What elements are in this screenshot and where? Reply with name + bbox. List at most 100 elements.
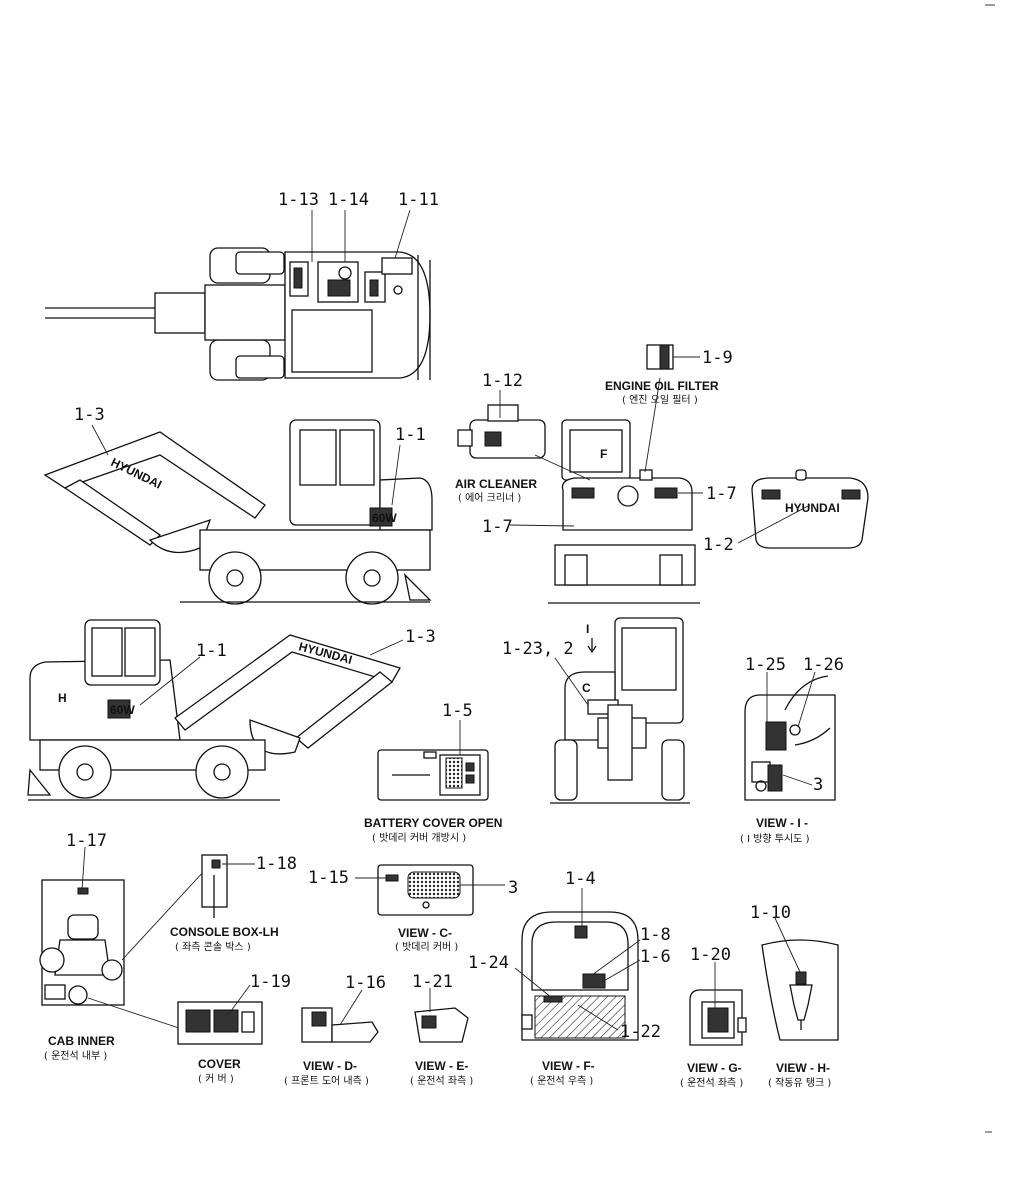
leader-1-8 bbox=[591, 939, 641, 976]
view-arrow-i: I bbox=[586, 622, 589, 636]
leader-1-17 bbox=[81, 846, 86, 891]
caption-engine-oil-filter: ENGINE OIL FILTER bbox=[605, 379, 719, 393]
model-decal-b: 60W bbox=[110, 703, 135, 717]
label-1-14: 1-14 bbox=[328, 190, 369, 210]
caption-view-i-ko: ( I 방향 투시도 ) bbox=[740, 833, 810, 845]
label-1-26: 1-26 bbox=[803, 655, 844, 675]
leader-1-26 bbox=[797, 671, 816, 728]
leader-1-10 bbox=[774, 917, 801, 973]
caption-view-f: VIEW - F- bbox=[542, 1059, 595, 1073]
label-1-22: 1-22 bbox=[620, 1022, 661, 1042]
top-view-machine bbox=[45, 247, 431, 381]
view-d-detail bbox=[301, 1007, 379, 1043]
label-1-11: 1-11 bbox=[398, 190, 439, 210]
label-1-19: 1-19 bbox=[250, 972, 291, 992]
leader-console bbox=[121, 869, 206, 961]
label-1-7a: 1-7 bbox=[482, 517, 513, 537]
caption-air-cleaner-ko: ( 에어 크리너 ) bbox=[458, 492, 521, 504]
caption-battery-cover-open-ko: ( 밧데리 커버 개방시 ) bbox=[372, 832, 466, 844]
label-1-23-2: 1-23, 2 bbox=[502, 639, 574, 659]
label-1-6: 1-6 bbox=[640, 947, 671, 967]
counterweight-brand-decal: HYUNDAI bbox=[785, 501, 840, 515]
leader-1-6 bbox=[601, 959, 641, 983]
counterweight-decal: HYUNDAI bbox=[751, 469, 869, 549]
label-1-10: 1-10 bbox=[750, 903, 791, 923]
caption-view-d: VIEW - D- bbox=[303, 1059, 357, 1073]
leader-1-22 bbox=[577, 1004, 619, 1031]
caption-view-c-ko: ( 밧데리 커버 ) bbox=[395, 941, 458, 953]
leader-1-3b bbox=[369, 639, 404, 656]
caption-cab-inner-ko: ( 운전석 내부 ) bbox=[44, 1050, 107, 1062]
leader-air-cleaner bbox=[534, 454, 591, 481]
label-1-1b: 1-1 bbox=[196, 641, 227, 661]
cab-inner-detail bbox=[39, 879, 125, 1006]
leader-1-16 bbox=[339, 989, 363, 1026]
boom-brand-decal-b: HYUNDAI bbox=[297, 639, 353, 667]
label-1-4: 1-4 bbox=[565, 869, 596, 889]
leader-3a bbox=[782, 774, 813, 786]
label-1-8: 1-8 bbox=[640, 925, 671, 945]
view-i-detail bbox=[744, 675, 836, 801]
label-1-25: 1-25 bbox=[745, 655, 786, 675]
model-decal-a: 60W bbox=[372, 511, 397, 525]
caption-view-g: VIEW - G- bbox=[687, 1061, 742, 1075]
label-1-9: 1-9 bbox=[702, 348, 733, 368]
air-cleaner-part bbox=[457, 404, 546, 459]
front-decal-c: C bbox=[582, 681, 591, 695]
rear-decal-f: F bbox=[600, 447, 607, 461]
caption-console-box-ko: ( 좌측 콘솔 박스 ) bbox=[175, 941, 251, 953]
label-1-3a: 1-3 bbox=[74, 405, 105, 425]
view-g-detail bbox=[689, 989, 747, 1046]
front-view-machine: I C bbox=[550, 617, 690, 804]
caption-view-c: VIEW - C- bbox=[398, 926, 452, 940]
leader-engine-filter bbox=[644, 377, 661, 473]
label-3a: 3 bbox=[813, 775, 823, 795]
rear-view-machine: F bbox=[548, 419, 700, 604]
leader-1-1a bbox=[391, 444, 401, 506]
caption-console-box: CONSOLE BOX-LH bbox=[170, 925, 279, 939]
cover-detail bbox=[177, 1001, 263, 1045]
caption-cover-ko: ( 커 버 ) bbox=[198, 1073, 234, 1085]
label-1-13: 1-13 bbox=[278, 190, 319, 210]
view-c-detail bbox=[377, 864, 474, 916]
side-view-boom-left: HYUNDAI 60W bbox=[43, 419, 433, 605]
view-e-detail bbox=[414, 1007, 469, 1043]
leader-1-23 bbox=[554, 657, 589, 706]
caption-view-e: VIEW - E- bbox=[415, 1059, 468, 1073]
leader-cover bbox=[87, 997, 186, 1031]
leader-1-11 bbox=[394, 209, 411, 259]
label-1-20: 1-20 bbox=[690, 945, 731, 965]
label-1-7b: 1-7 bbox=[706, 484, 737, 504]
label-1-17: 1-17 bbox=[66, 831, 107, 851]
caption-view-d-ko: ( 프론트 도어 내측 ) bbox=[284, 1075, 369, 1087]
label-1-2: 1-2 bbox=[703, 535, 734, 555]
label-1-15: 1-15 bbox=[308, 868, 349, 888]
label-1-3b: 1-3 bbox=[405, 627, 436, 647]
label-1-1a: 1-1 bbox=[395, 425, 426, 445]
caption-cover: COVER bbox=[198, 1057, 241, 1071]
leader-1-24 bbox=[514, 967, 553, 999]
label-3b: 3 bbox=[508, 878, 518, 898]
label-1-12: 1-12 bbox=[482, 371, 523, 391]
caption-view-h: VIEW - H- bbox=[776, 1061, 830, 1075]
label-1-18: 1-18 bbox=[256, 854, 297, 874]
caption-battery-cover-open: BATTERY COVER OPEN bbox=[364, 816, 502, 830]
label-1-21: 1-21 bbox=[412, 972, 453, 992]
side-view-boom-right: H 60W HYUNDAI bbox=[27, 619, 401, 801]
label-1-16: 1-16 bbox=[345, 973, 386, 993]
label-1-5: 1-5 bbox=[442, 701, 473, 721]
caption-view-i: VIEW - I - bbox=[756, 816, 808, 830]
leader-1-19 bbox=[227, 984, 251, 1016]
caption-engine-oil-filter-ko: ( 엔진 오일 필터 ) bbox=[622, 394, 698, 406]
caption-view-f-ko: ( 운전석 우측 ) bbox=[530, 1075, 593, 1087]
caption-view-g-ko: ( 운전석 좌측 ) bbox=[680, 1077, 743, 1089]
battery-cover-open-detail bbox=[377, 749, 489, 801]
leader-1-7a bbox=[509, 524, 575, 527]
caption-cab-inner: CAB INNER bbox=[48, 1034, 115, 1048]
engine-oil-filter-part bbox=[646, 344, 674, 370]
leader-1-2 bbox=[737, 504, 811, 544]
caption-view-h-ko: ( 작동유 탱크 ) bbox=[768, 1077, 831, 1089]
label-1-24: 1-24 bbox=[468, 953, 509, 973]
view-h-detail bbox=[761, 939, 839, 1041]
